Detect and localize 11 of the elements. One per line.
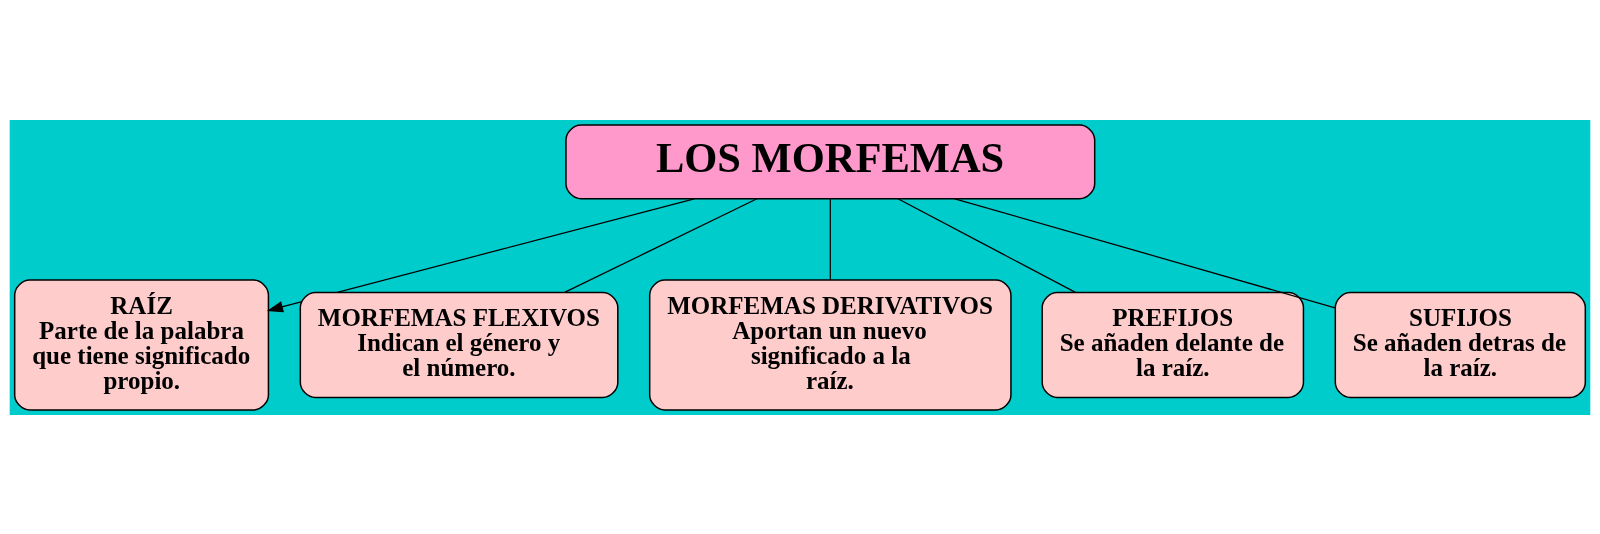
node-box: PREFIJOS Se añaden delante de la raíz. — [1041, 291, 1305, 398]
node-box: MORFEMAS DERIVATIVOS Aportan un nuevo significado a la raíz. — [648, 278, 1012, 411]
node-box: RAÍZ Parte de la palabra que tiene significado propio. — [13, 278, 270, 411]
connector — [897, 197, 1077, 293]
node-box: MORFEMAS FLEXIVOS Indican el género y el número. — [299, 291, 619, 398]
connector — [829, 197, 831, 281]
node-box: SUFIJOS Se añaden detras de la raíz. — [1334, 291, 1587, 398]
connector — [563, 197, 758, 293]
connector — [954, 197, 1336, 308]
arrow — [266, 197, 695, 312]
node-box: LOS MORFEMAS — [565, 123, 1096, 199]
